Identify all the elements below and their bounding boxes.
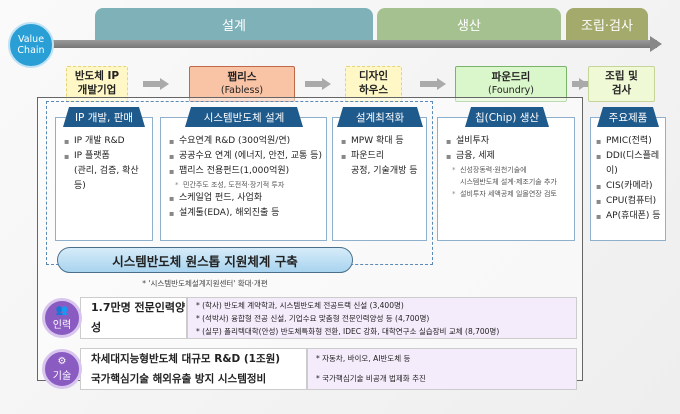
card-products-title: 주요제품 [597,107,659,127]
gear-icon: ⚙ [57,356,67,367]
card-ip-title: IP 개발, 판매 [63,107,145,127]
tech-title: 차세대지능형반도체 대규모 R&D (1조원)국가핵심기술 해외유출 방지 시스… [80,348,307,390]
stage-foundry: 파운드리(Foundry) [455,66,567,102]
phase-assembly: 조립·검사 [566,8,648,40]
arrow-icon [305,78,331,90]
card-products: PMIC(전력)DDI(디스플레이)CIS(카메라)CPU(컴퓨터)AP(휴대폰… [590,117,666,241]
manpower-details: * (학사) 반도체 계약학과, 시스템반도체 전공트랙 신설 (3,400명)… [187,297,577,339]
card-optimize-title: 설계최적화 [337,107,423,127]
people-icon: 👥 [55,305,69,316]
onestop-banner: 시스템반도체 원스톱 지원체계 구축 [57,247,353,273]
card-ip: IP 개발 R&DIP 플랫폼(관리, 검증, 확산 등) [55,117,153,241]
card-optimize: MPW 확대 등파운드리공정, 기술개방 등 [332,117,427,241]
arrow-icon [572,78,589,90]
card-chip-title: 칩(Chip) 생산 [465,107,549,127]
arrow-head [650,36,662,52]
phase-design: 설계 [95,8,373,40]
onestop-note: * '시스템반도체설계지원센터' 확대·개편 [142,279,268,288]
arrow-icon [420,78,446,90]
tech-badge: ⚙기술 [42,349,82,389]
card-system-title: 시스템반도체 설계 [185,107,303,127]
value-chain-arrow [45,40,657,48]
value-chain-badge: Value Chain [8,22,54,68]
card-system: 수요연계 R&D (300억원/연)공공수요 연계 (에너지, 안전, 교통 등… [160,117,327,241]
phase-production: 생산 [377,8,561,40]
manpower-badge: 👥인력 [42,298,82,338]
arrow-icon [143,78,169,90]
stage-fabless: 팹리스(Fabless) [189,66,295,102]
tech-details: * 자동차, 바이오, AI반도체 등* 국가핵심기술 비공개 법제화 추진 [307,348,577,390]
manpower-title: 1.7만명 전문인력양성 [80,297,187,339]
